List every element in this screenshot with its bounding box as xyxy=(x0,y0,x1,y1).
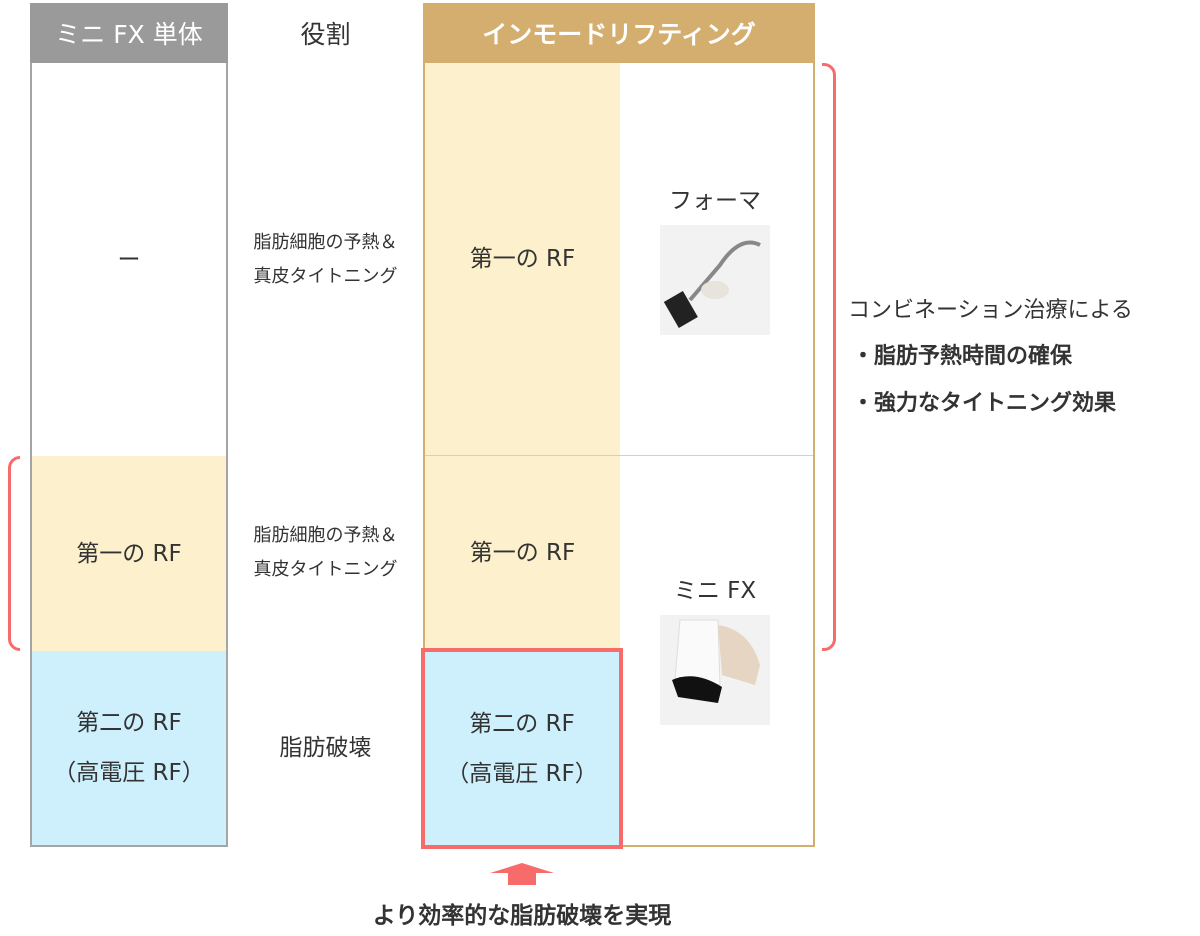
highlighted-second-rf-cell: 第二の RF （高電圧 RF） xyxy=(421,648,623,849)
right-brace-top xyxy=(822,63,836,357)
role-row-3: 脂肪破壊 xyxy=(279,735,372,761)
left-column: ー 第一の RF 第二の RF （高電圧 RF） xyxy=(30,63,228,847)
device-forma-label: フォーマ xyxy=(669,188,761,214)
benefits-title: コンビネーション治療による xyxy=(848,298,1133,323)
role-text: 脂肪細胞の予熱＆ xyxy=(253,525,398,546)
device-mini-fx-label: ミニ FX xyxy=(673,578,757,604)
second-rf-label: 第二の RF xyxy=(469,710,575,737)
right-cell-first-rf-2: 第一の RF xyxy=(425,456,620,649)
benefit-item: ・脂肪予熱時間の確保 xyxy=(852,344,1073,369)
right-brace-bottom xyxy=(822,357,836,651)
up-arrow-icon xyxy=(490,863,554,885)
roles-header: 役割 xyxy=(300,20,351,49)
high-voltage-label: （高電圧 RF） xyxy=(53,760,205,786)
role-text: 真皮タイトニング xyxy=(253,559,398,580)
left-cell-none: ー xyxy=(117,246,141,273)
role-row-1: 脂肪細胞の予熱＆ 真皮タイトニング xyxy=(228,225,423,295)
right-table-header: インモードリフティング xyxy=(423,3,815,63)
footer-caption: より効率的な脂肪破壊を実現 xyxy=(372,903,672,929)
role-text: 真皮タイトニング xyxy=(253,266,398,287)
second-rf-label: 第二の RF xyxy=(76,710,182,736)
benefit-item: ・強力なタイトニング効果 xyxy=(852,391,1117,416)
left-column-header: ミニ FX 単体 xyxy=(30,3,228,63)
left-cell-second-rf: 第二の RF （高電圧 RF） xyxy=(32,651,226,845)
mini-fx-device-image xyxy=(660,615,770,725)
forma-device-image xyxy=(660,225,770,335)
left-brace-bottom xyxy=(8,554,20,651)
row-divider xyxy=(425,455,813,456)
role-text: 脂肪細胞の予熱＆ xyxy=(253,232,398,253)
right-cell-first-rf-1: 第一の RF xyxy=(425,63,620,455)
right-table: 第一の RF 第一の RF フォーマ ミニ FX xyxy=(423,63,815,847)
role-row-2: 脂肪細胞の予熱＆ 真皮タイトニング xyxy=(228,518,423,588)
high-voltage-label: （高電圧 RF） xyxy=(446,760,598,787)
left-cell-first-rf: 第一の RF xyxy=(32,456,226,651)
left-brace-top xyxy=(8,456,20,554)
